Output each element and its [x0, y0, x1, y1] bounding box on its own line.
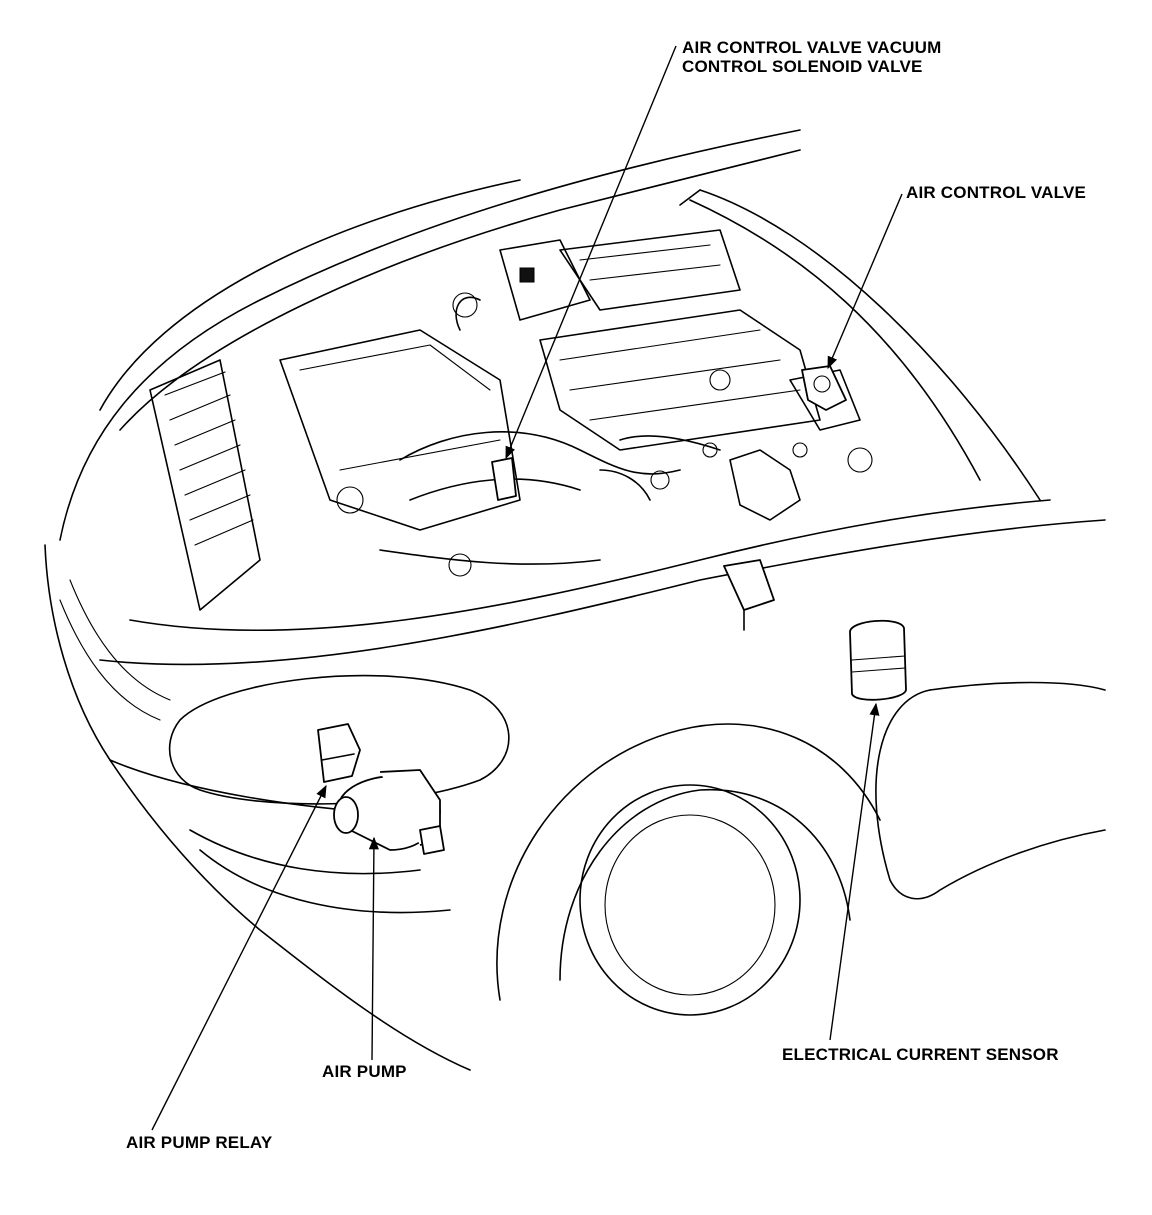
- arrow-icon: [368, 836, 379, 1061]
- label-air-pump-relay: AIR PUMP RELAY: [126, 1133, 273, 1152]
- arrow-icon: [827, 193, 903, 370]
- arrow-icon: [829, 702, 880, 1041]
- label-acv-solenoid-line2: CONTROL SOLENOID VALVE: [682, 57, 923, 76]
- arrow-icon: [505, 45, 677, 460]
- label-acv-solenoid-line1: AIR CONTROL VALVE VACUUM: [682, 38, 942, 57]
- engine-bay: [149, 229, 873, 631]
- label-electrical-current-sensor: ELECTRICAL CURRENT SENSOR: [782, 1045, 1059, 1064]
- electrical-current-sensor-part: [849, 619, 907, 701]
- label-air-control-valve: AIR CONTROL VALVE: [906, 183, 1087, 202]
- arrow-icon: [151, 784, 327, 1131]
- air-pump-assembly: [317, 723, 445, 855]
- leader-lines: [151, 45, 903, 1131]
- label-air-pump: AIR PUMP: [322, 1062, 407, 1081]
